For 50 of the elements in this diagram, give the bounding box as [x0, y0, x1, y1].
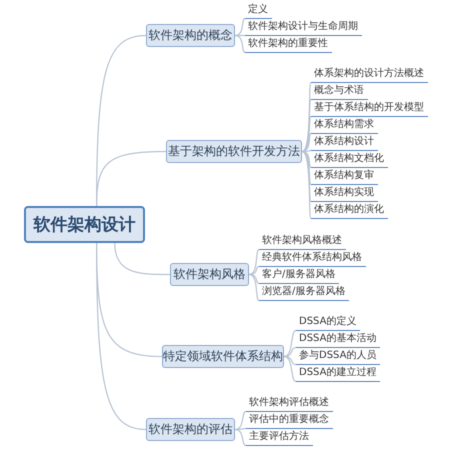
connector-line	[248, 266, 260, 276]
connector-line	[235, 428, 246, 430]
connector-line	[284, 330, 296, 358]
subtopic-label: DSSA的建立过程	[296, 366, 380, 382]
connector-line	[302, 99, 312, 152]
subtopic-label: 定义	[245, 3, 272, 19]
subtopic-label: 客户/服务器风格	[259, 268, 340, 284]
connector-line	[302, 82, 312, 152]
connector-line	[248, 249, 260, 276]
connector-line	[96, 243, 146, 430]
subtopic-label: 概念与术语	[311, 84, 368, 100]
subtopic-label: 体系结构实现	[311, 186, 378, 202]
topic-box: 特定领域软件体系结构	[162, 345, 284, 368]
subtopic-label: 软件架构风格概述	[259, 234, 346, 250]
subtopic-label: 经典软件体系结构风格	[259, 251, 366, 267]
subtopic-label: 浏览器/服务器风格	[259, 285, 350, 301]
topic-box: 软件架构风格	[170, 263, 249, 286]
topic-box: 软件架构的概念	[146, 24, 235, 47]
subtopic-label: 软件架构评估概述	[246, 396, 333, 412]
topic-box: 基于架构的软件开发方法	[166, 140, 302, 163]
connector-line	[234, 18, 246, 36]
connector-line	[284, 356, 296, 366]
subtopic-label: 评估中的重要概念	[246, 413, 333, 429]
connector-line	[96, 150, 166, 206]
subtopic-label: 软件架构设计与生命周期	[245, 20, 362, 36]
subtopic-label: 体系结构设计	[311, 135, 378, 151]
subtopic-label: DSSA的基本活动	[296, 332, 380, 348]
connector-line	[248, 274, 260, 284]
central-topic-box: 软件架构设计	[24, 206, 145, 243]
connector-line	[234, 410, 246, 430]
connector-line	[235, 34, 245, 36]
topic-box: 软件架构的评估	[146, 418, 235, 441]
connector-line	[234, 34, 246, 53]
connector-line	[302, 150, 312, 219]
subtopic-label: 体系结构复审	[311, 169, 378, 185]
connector-line	[284, 346, 296, 358]
connector-line	[302, 150, 312, 152]
subtopic-label: 体系结构需求	[311, 118, 378, 134]
subtopic-label: 软件架构的重要性	[245, 37, 332, 53]
subtopic-label: 参与DSSA的人员	[296, 349, 380, 365]
subtopic-label: DSSA的定义	[296, 315, 360, 331]
connector-line	[114, 242, 170, 276]
connector-line	[284, 356, 296, 382]
subtopic-label: 体系架构的设计方法概述	[311, 67, 428, 83]
subtopic-label: 基于体系结构的开发模型	[311, 101, 428, 117]
connector-line	[234, 428, 246, 446]
subtopic-label: 主要评估方法	[246, 430, 313, 446]
subtopic-label: 体系结构的演化	[311, 203, 388, 219]
connector-line	[248, 274, 260, 301]
subtopic-label: 体系结构文档化	[311, 152, 388, 168]
